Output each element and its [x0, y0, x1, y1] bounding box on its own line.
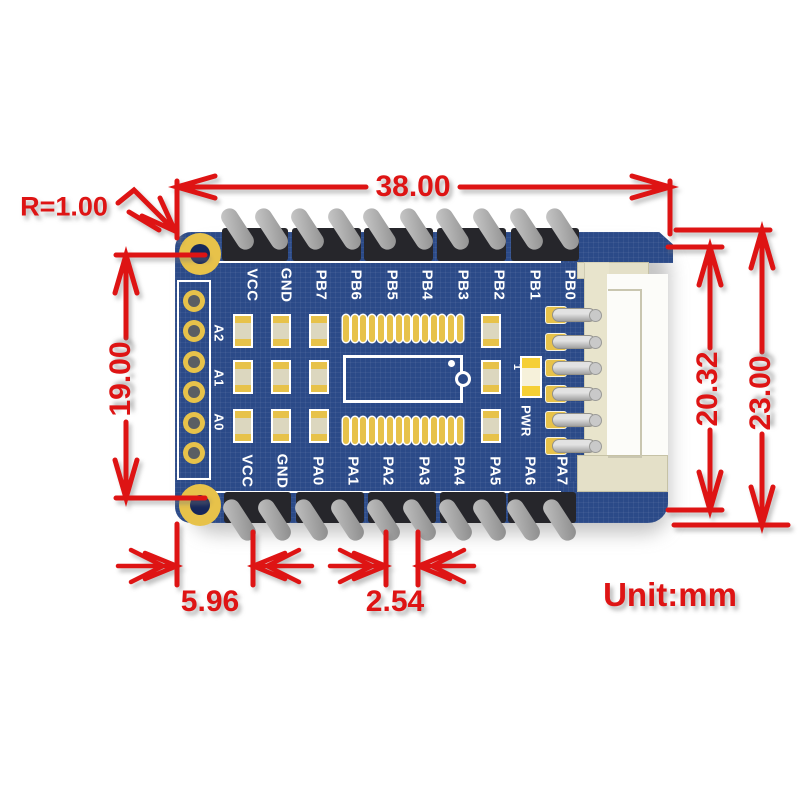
smd-component	[233, 314, 253, 348]
connector-pin-tip	[589, 414, 602, 427]
ic-pad	[439, 417, 445, 444]
smd-component	[481, 360, 501, 394]
dim-total-height-value: 23.00	[744, 355, 777, 431]
connector-inner-tick-top	[608, 289, 642, 291]
ic-notch	[455, 371, 471, 387]
ic-pad	[448, 417, 454, 444]
dim-pitch-arrows	[327, 547, 477, 585]
through-hole-bore	[188, 386, 200, 398]
ic-pad	[369, 417, 375, 444]
ic-pad	[431, 315, 437, 342]
ic-pad	[360, 417, 366, 444]
ic-pad	[431, 417, 437, 444]
connector-pin-tip	[589, 336, 602, 349]
through-hole-bore	[188, 325, 200, 337]
connector-pin-tip	[589, 309, 602, 322]
ic-pad	[457, 315, 463, 342]
dim-height-value: 19.00	[104, 341, 137, 417]
dim-connector-height-value: 20.32	[691, 351, 724, 427]
dim-pitch-value: 2.54	[365, 585, 425, 618]
smd-component	[271, 360, 291, 394]
dim-offset-arrows	[115, 547, 315, 585]
ic-pad	[439, 315, 445, 342]
smd-component	[233, 360, 253, 394]
connector-pin-tip	[589, 440, 602, 453]
dim-width-value: 38.00	[375, 170, 451, 203]
dim-bottom-extension-lines	[174, 521, 421, 588]
connector-bottom-lip	[577, 455, 668, 492]
silkscreen-line-top	[205, 261, 561, 263]
through-hole-bore	[188, 417, 200, 429]
ic-pad	[448, 315, 454, 342]
power-led	[520, 356, 542, 398]
ic-pad	[387, 417, 393, 444]
ic-pad	[404, 315, 410, 342]
ic-pad	[457, 417, 463, 444]
smd-component	[481, 409, 501, 443]
through-hole-bore	[188, 356, 200, 368]
ic-pad	[422, 417, 428, 444]
smd-component	[271, 314, 291, 348]
ic-pad	[352, 315, 358, 342]
ic-pad	[387, 315, 393, 342]
connector-pin-tip	[589, 362, 602, 375]
dim-height-lines	[112, 246, 208, 507]
ic-pad	[422, 315, 428, 342]
dim-width-lines	[168, 173, 679, 241]
ic-pad	[396, 417, 402, 444]
ic-pad	[404, 417, 410, 444]
smd-component	[309, 409, 329, 443]
through-hole-bore	[188, 295, 200, 307]
ic-pad	[413, 315, 419, 342]
smd-component	[233, 409, 253, 443]
dim-corner-radius-value: R=1.00	[20, 191, 108, 222]
through-hole-bore	[188, 447, 200, 459]
connector-interior	[607, 274, 668, 466]
ic-pad	[369, 315, 375, 342]
unit-note: Unit:mm	[603, 576, 737, 613]
connector-left-wall	[584, 262, 609, 492]
smd-component	[271, 409, 291, 443]
ic-pad	[378, 315, 384, 342]
connector-inner-edge	[640, 290, 642, 458]
ic-pad	[360, 315, 366, 342]
smd-component	[309, 360, 329, 394]
ic-pad	[378, 417, 384, 444]
connector-inner-tick-bottom	[608, 456, 642, 458]
smd-component	[309, 314, 329, 348]
ic-pad	[343, 315, 349, 342]
silkscreen-hole-box	[177, 280, 211, 480]
ic-pad	[343, 417, 349, 444]
ic-pin1-dot	[448, 360, 455, 367]
dim-total-height-lines	[671, 221, 791, 534]
ic-pad	[413, 417, 419, 444]
ic-pad	[352, 417, 358, 444]
dim-offset-value: 5.96	[180, 585, 240, 618]
connector-pin-tip	[589, 388, 602, 401]
smd-component	[481, 314, 501, 348]
corner-radius-leader	[115, 186, 178, 234]
dim-connector-height-lines	[665, 238, 725, 519]
ic-pad	[396, 315, 402, 342]
